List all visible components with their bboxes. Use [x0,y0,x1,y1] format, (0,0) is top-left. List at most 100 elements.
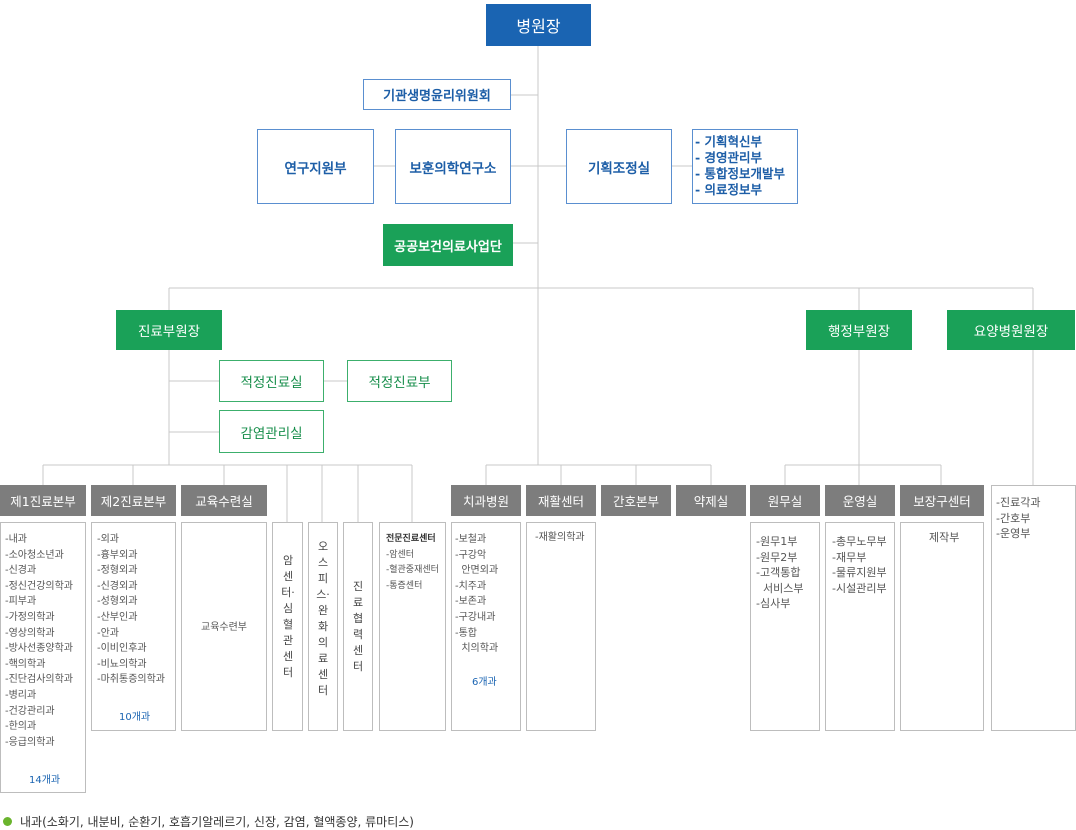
list-item: -보존과 [455,596,487,608]
list-item: -물류지원부 [832,566,887,580]
list-item: 전문진료센터 [386,534,436,544]
prosthetics-dept-label: 제작부 [929,531,960,544]
list-item: -외과 [97,534,120,545]
list-item: -신경과 [5,565,37,577]
list-item: -마취통증의학과 [97,674,166,686]
footnote-text: 내과(소화기, 내분비, 순환기, 호흡기알레르기, 신장, 감염, 혈액종양,… [20,814,414,829]
list-item: -통증센터 [386,580,423,591]
specialty-center-panel: 전문진료센터 -암센터 -혈관중재센터 -통증센터 [379,522,446,731]
planning-sub-item: - 기획혁신부 [695,134,763,149]
list-item: -핵의학과 [5,658,46,670]
list-item: -소아청소년과 [5,549,64,561]
dept-header-div2: 제2진료본부 [91,485,176,516]
operations-panel: -총무노무부 -재무부 -물류지원부 -시설관리부 [825,522,895,731]
div2-count: 10개과 [119,712,151,723]
hospital-director-box: 병원장 [486,4,591,46]
list-item: -건강관리과 [5,705,55,717]
list-item: -내과 [5,534,28,545]
dept-header-education: 교육수련실 [181,485,267,516]
list-item: 서비스부 [756,581,804,595]
list-item: -가정의학과 [5,611,55,623]
list-item: -재무부 [832,550,867,564]
div1-count: 14개과 [29,775,61,786]
irb-committee-box: 기관생명윤리위원회 [363,79,511,110]
dept-header-pharmacy: 약제실 [676,485,746,516]
rehab-panel: -재활의학과 [526,522,596,731]
appropriate-care-office-box: 적정진료실 [219,360,324,402]
footnote: 내과(소화기, 내분비, 순환기, 호흡기알레르기, 신장, 감염, 혈액종양,… [0,812,414,830]
list-item: -혈관중재센터 [386,565,439,576]
list-item: -구강내과 [455,611,496,623]
dept-header-admin-office: 원무실 [750,485,820,516]
dept-header-div1: 제1진료본부 [0,485,86,516]
education-panel: 교육수련부 [181,522,267,731]
education-dept-label: 교육수련부 [201,622,247,633]
div1-list-panel: -내과 -소아청소년과 -신경과 -정신건강의학과 -피부과 -가정의학과 -영… [0,522,86,793]
cancer-center-panel: 암센터·심혈관센터 [272,522,303,731]
list-item: -원무2부 [756,550,798,564]
list-item: -비뇨의학과 [97,658,147,670]
list-item: -재활의학과 [535,532,585,543]
admin-vice-director-box: 행정부원장 [806,310,912,350]
research-support-box: 연구지원부 [257,129,374,204]
list-item: 치의학과 [455,643,499,655]
list-item: -정신건강의학과 [5,580,74,592]
medical-vice-director-box: 진료부원장 [116,310,222,350]
list-item: -고객통합 [756,566,801,580]
dental-panel: -보철과 -구강악 안면외과 -치주과 -보존과 -구강내과 -통합 치의학과 … [451,522,521,731]
list-item: -영상의학과 [5,627,55,639]
dept-header-operations: 운영실 [825,485,895,516]
appropriate-care-dept-box: 적정진료부 [347,360,452,402]
list-item: -치주과 [455,580,487,592]
planning-sub-item: - 의료정보부 [695,182,763,197]
list-item: -신경외과 [97,580,138,592]
cooperation-center-label: 진료협력센터 [352,580,364,673]
list-item: -병리과 [5,689,37,701]
dept-header-dental: 치과병원 [451,485,521,516]
list-item: -총무노무부 [832,535,887,548]
list-item: -암센터 [386,549,415,560]
list-item: -운영부 [996,527,1031,541]
dept-header-nursing: 간호본부 [601,485,671,516]
dental-count: 6개과 [472,677,497,688]
list-item: -간호부 [996,511,1031,525]
list-item: -구강악 [455,549,487,561]
nursing-home-panel: -진료각과 -간호부 -운영부 [991,485,1076,731]
public-health-box: 공공보건의료사업단 [383,224,513,266]
dept-header-prosthetics: 보장구센터 [900,485,984,516]
list-item: -진단검사의학과 [5,674,74,686]
list-item: -통합 [455,627,478,639]
bullet-dot-icon [3,816,12,826]
list-item: -산부인과 [97,611,138,623]
cooperation-center-panel: 진료협력센터 [343,522,373,731]
list-item: -진료각과 [996,496,1041,509]
planning-sub-item: - 경영관리부 [695,150,763,165]
list-item: -이비인후과 [97,643,147,655]
planning-subdepartments-box: - 기획혁신부 - 경영관리부 - 통합정보개발부 - 의료정보부 [692,129,798,204]
list-item: 안면외과 [455,565,499,577]
planning-office-box: 기획조정실 [566,129,672,204]
list-item: -응급의학과 [5,736,55,748]
list-item: -한의과 [5,721,37,733]
prosthetics-panel: 제작부 [900,522,984,731]
list-item: -정형외과 [97,565,138,577]
list-item: -시설관리부 [832,581,887,595]
list-item: -성형외과 [97,596,138,608]
nursing-home-director-box: 요양병원원장 [947,310,1075,350]
veterans-institute-box: 보훈의학연구소 [395,129,511,204]
hospice-center-panel: 오스피스·완화의료센터 [308,522,338,731]
div2-list-panel: -외과 -흉부외과 -정형외과 -신경외과 -성형외과 -산부인과 -안과 -이… [91,522,176,731]
list-item: -안과 [97,627,120,639]
list-item: -흉부외과 [97,549,138,561]
admin-office-panel: -원무1부 -원무2부 -고객통합 서비스부 -심사부 [750,522,820,731]
dept-header-rehab: 재활센터 [526,485,596,516]
cancer-center-label: 암센터·심혈관센터 [281,554,295,679]
list-item: -원무1부 [756,535,798,548]
planning-sub-item: - 통합정보개발부 [695,166,786,181]
list-item: -피부과 [5,596,37,608]
hospice-center-label: 오스피스·완화의료센터 [316,540,330,697]
list-item: -심사부 [756,597,791,611]
list-item: -방사선종양학과 [5,643,74,655]
infection-control-box: 감염관리실 [219,410,324,453]
